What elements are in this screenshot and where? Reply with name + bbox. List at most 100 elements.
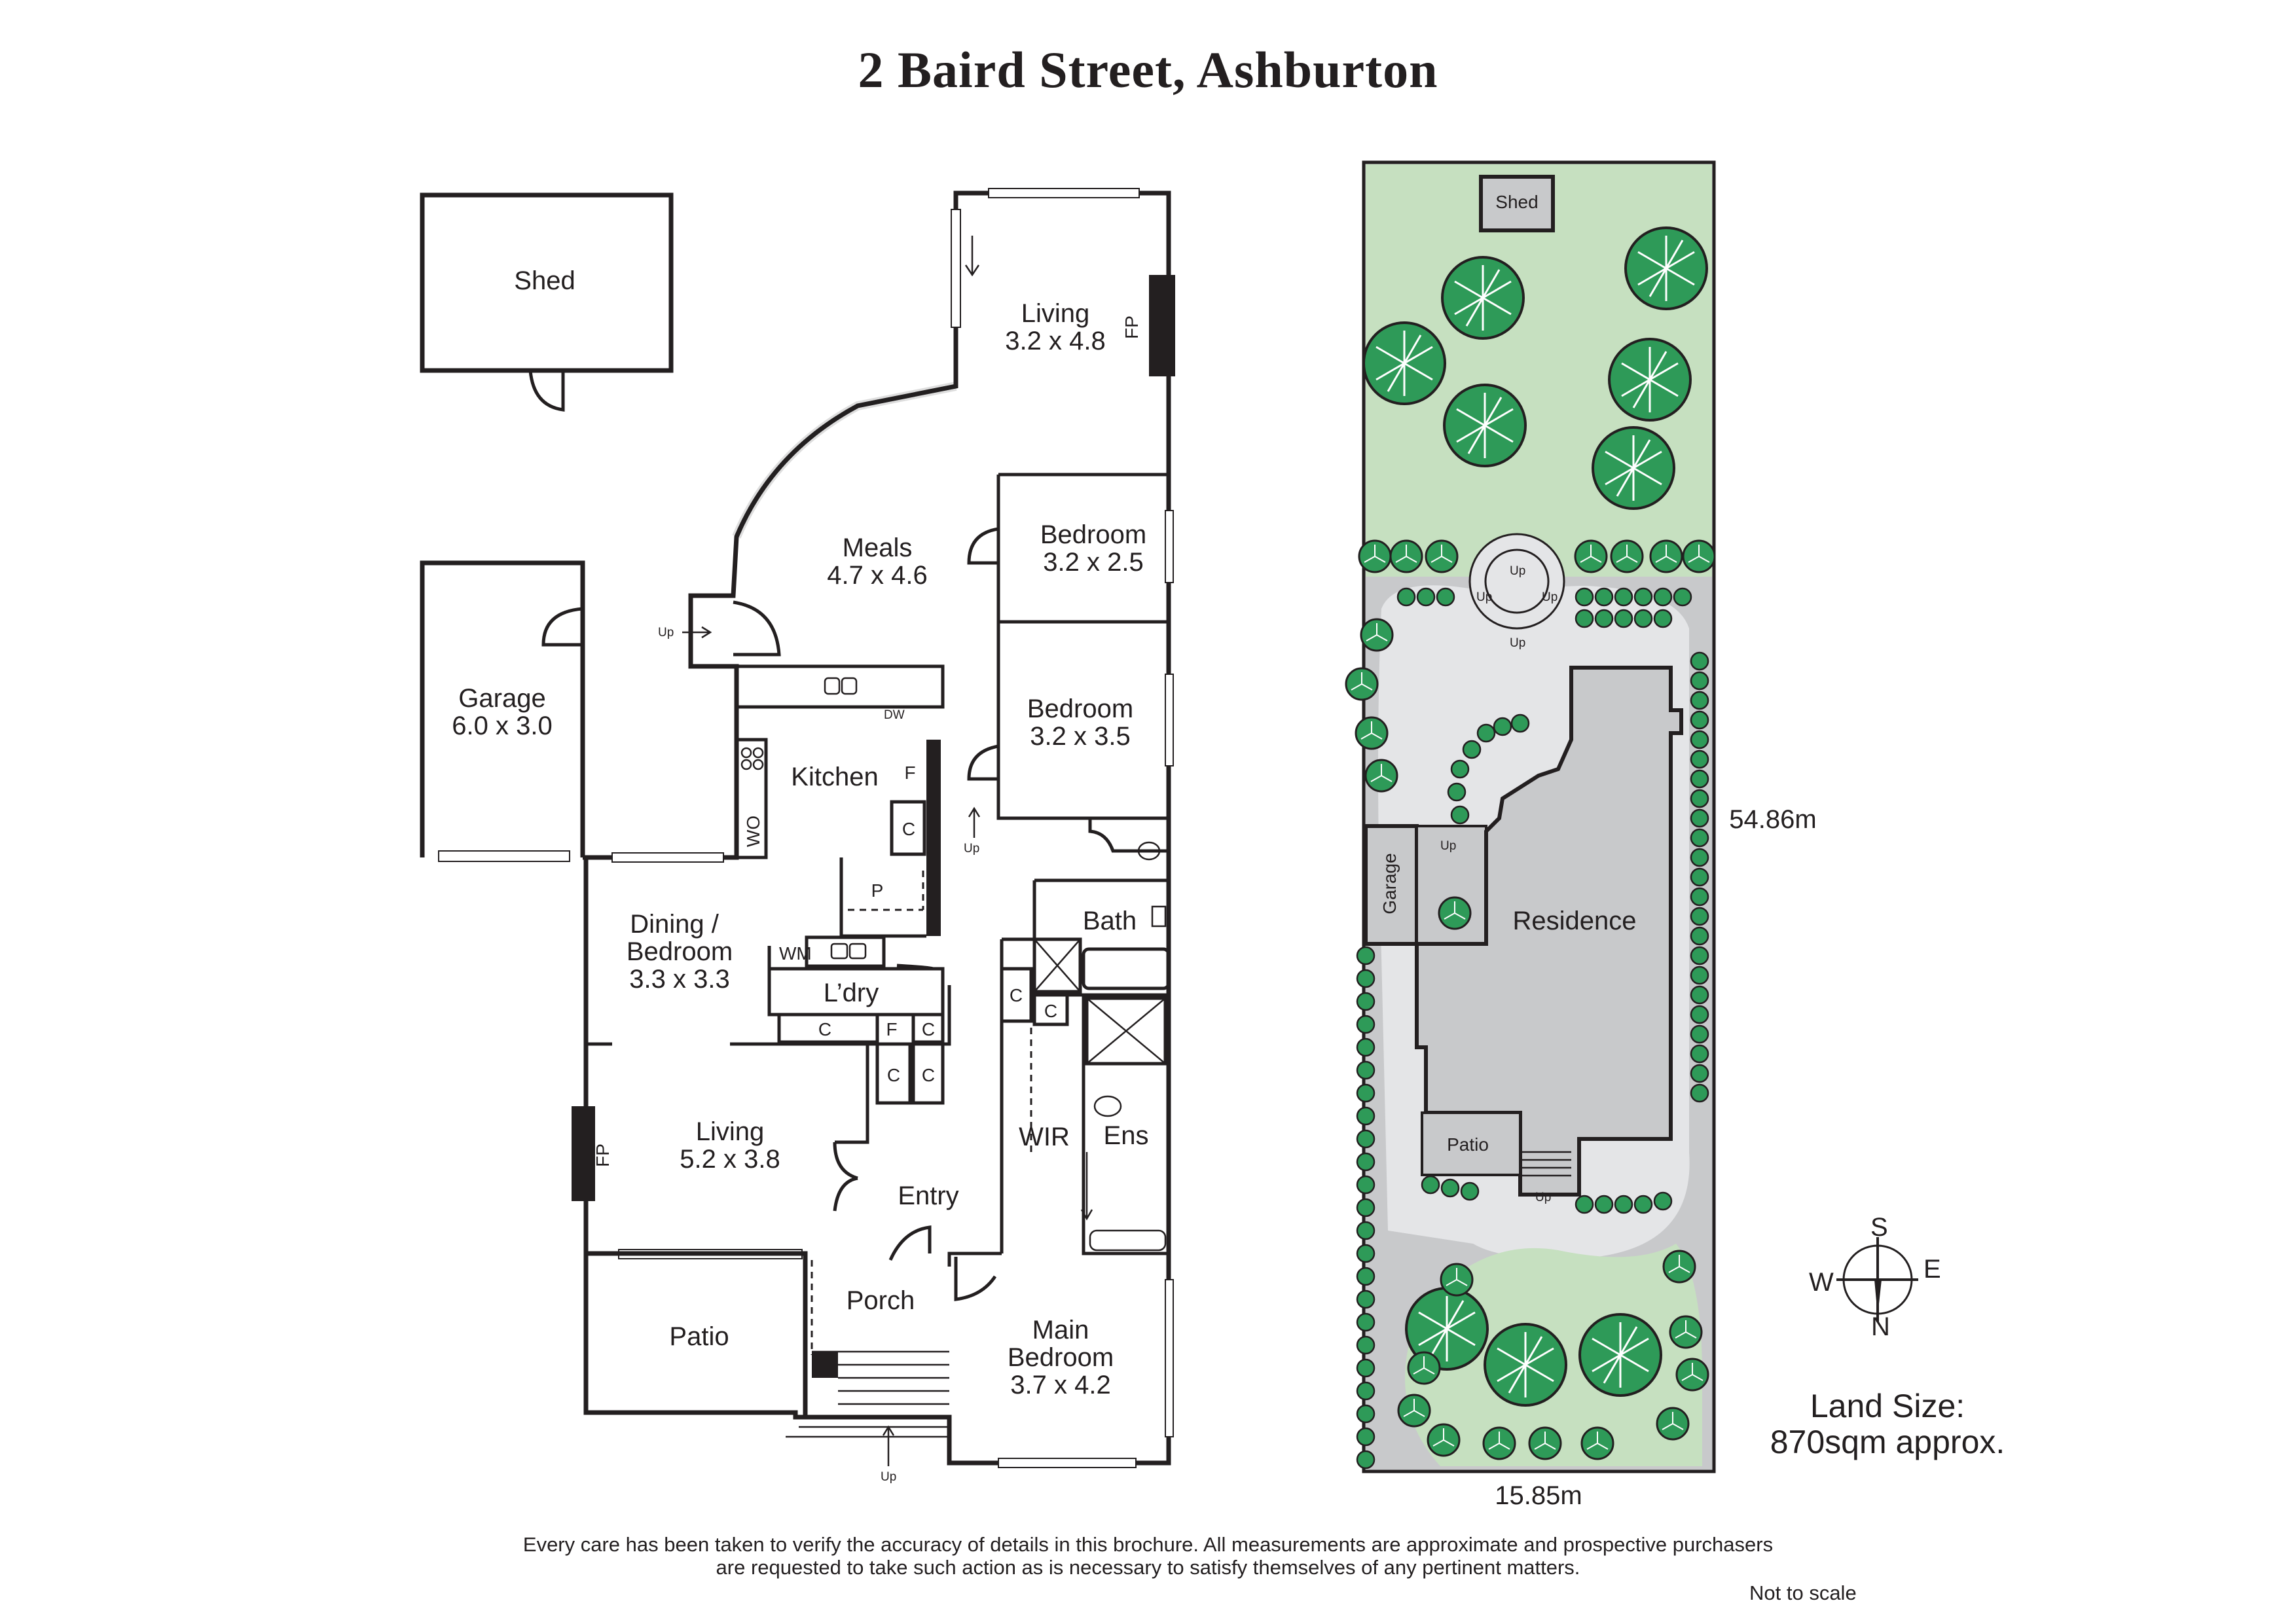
- shed-outline: [420, 192, 674, 373]
- wall-oven-label: WO: [743, 816, 763, 847]
- main-bedroom-label-1: Main: [1032, 1316, 1089, 1344]
- site-shed: [1479, 175, 1555, 232]
- door: [967, 527, 999, 565]
- kitchen-bench: [735, 664, 945, 709]
- up-label: Up: [1440, 839, 1456, 853]
- cupboard: [911, 1013, 945, 1044]
- fireplace-label: FP: [592, 1144, 613, 1167]
- kitchen-label: Kitchen: [791, 763, 878, 791]
- shed-door: [528, 370, 565, 412]
- garage-label: Garage: [458, 684, 545, 713]
- bedroom-3-size: 3.2 x 3.5: [1030, 722, 1130, 751]
- site-residence-label: Residence: [1512, 907, 1636, 935]
- house-outline: [583, 190, 1171, 1466]
- site-shed-label: Shed: [1495, 192, 1538, 212]
- garage-side-door: [541, 607, 583, 647]
- floor-plan: Shed Garage 6.0 x 3.0 FP Living 3.2 x 4.…: [420, 188, 1175, 1484]
- compass-n: N: [1871, 1312, 1890, 1341]
- cupboard-label: C: [902, 819, 915, 839]
- up-label: Up: [1542, 590, 1558, 604]
- porch-pillar: [812, 1352, 838, 1378]
- site-residence: [1415, 666, 1683, 1197]
- door: [896, 964, 934, 971]
- living-front-size: 5.2 x 3.8: [680, 1145, 780, 1174]
- garage-outline: [420, 560, 585, 857]
- compass-w: W: [1809, 1268, 1834, 1297]
- window: [611, 852, 724, 863]
- cupboard-label: C: [922, 1019, 935, 1039]
- pantry-walls: [839, 857, 926, 938]
- site-garage: [1364, 824, 1419, 946]
- bedroom-2-size: 3.2 x 2.5: [1043, 548, 1143, 577]
- site-patio-label: Patio: [1447, 1134, 1489, 1155]
- window: [1165, 1279, 1174, 1437]
- cupboard: [890, 800, 926, 856]
- shower: [1032, 937, 1082, 994]
- window: [1165, 510, 1174, 583]
- pantry-label: P: [871, 880, 884, 901]
- site-patio: [1421, 1111, 1522, 1176]
- garage-size: 6.0 x 3.0: [452, 712, 552, 740]
- cupboard: [1032, 993, 1069, 1026]
- window: [1165, 674, 1174, 766]
- site-steps: [1522, 1151, 1571, 1177]
- cupboard: [777, 1013, 879, 1044]
- arrow: [968, 806, 981, 838]
- cupboard-label: C: [818, 1019, 831, 1039]
- window: [988, 188, 1140, 198]
- garage-door: [438, 850, 570, 862]
- fireplace-front: [572, 1106, 595, 1201]
- entry-door: [888, 1225, 932, 1261]
- cupboard-label: C: [922, 1065, 935, 1085]
- shed-label: Shed: [514, 266, 575, 295]
- dining-label-2: Bedroom: [627, 937, 733, 966]
- bedroom-3-walls: [996, 622, 1169, 820]
- land-size-value: 870sqm approx.: [1770, 1424, 2005, 1460]
- up-label: Up: [881, 1470, 896, 1484]
- window: [951, 209, 961, 328]
- compass-e: E: [1923, 1255, 1941, 1284]
- main-bedroom-size: 3.7 x 4.2: [1010, 1371, 1110, 1399]
- wm-label: WM: [779, 943, 812, 964]
- bathtub: [1082, 947, 1171, 990]
- patio-top: [586, 1251, 808, 1417]
- living-double-door: [833, 1044, 869, 1212]
- main-bedroom-door: [954, 1257, 997, 1301]
- ens-label: Ens: [1104, 1121, 1149, 1150]
- entry-wall: [947, 1252, 1002, 1267]
- meals-size: 4.7 x 4.6: [827, 561, 927, 590]
- dining-living-wall: [586, 985, 951, 1046]
- door: [967, 744, 999, 781]
- kitchen-wall: [926, 740, 941, 936]
- site-garage-label: Garage: [1379, 853, 1400, 914]
- dining-label-1: Dining /: [630, 910, 720, 939]
- toilet: [1137, 841, 1161, 861]
- kitchen-side-bench: [735, 738, 768, 859]
- land-size-label: Land Size:: [1810, 1388, 1965, 1424]
- bedroom-2-label: Bedroom: [1040, 520, 1146, 549]
- window: [998, 1458, 1137, 1468]
- disclaimer-line-1: Every care has been taken to verify the …: [522, 1533, 1774, 1556]
- cupboard-label: C: [1010, 985, 1023, 1005]
- entry-label: Entry: [898, 1181, 958, 1210]
- fridge-label: F: [886, 1019, 897, 1039]
- disclaimer: Every care has been taken to verify the …: [0, 1533, 2296, 1579]
- laundry-tub: [805, 935, 886, 968]
- page-title: 2 Baird Street, Ashburton: [858, 41, 1438, 98]
- living-front-label: Living: [696, 1117, 765, 1146]
- cupboard: [875, 1042, 912, 1105]
- site-plan: Shed Up Up Up Up: [1345, 160, 1817, 1510]
- pantry-shelf: [848, 871, 924, 911]
- porch-steps: [786, 1350, 949, 1438]
- toilet: [1093, 1095, 1122, 1117]
- cupboard: [911, 1042, 945, 1105]
- arrow: [682, 626, 712, 639]
- up-label: Up: [1476, 590, 1492, 604]
- door: [1088, 818, 1169, 853]
- up-label: Up: [1510, 564, 1525, 578]
- fireplace-label: FP: [1121, 315, 1142, 339]
- bath-walls: [1002, 880, 1036, 941]
- up-label: Up: [964, 842, 979, 856]
- compass-s: S: [1870, 1213, 1888, 1242]
- cupboard-label: C: [887, 1065, 900, 1085]
